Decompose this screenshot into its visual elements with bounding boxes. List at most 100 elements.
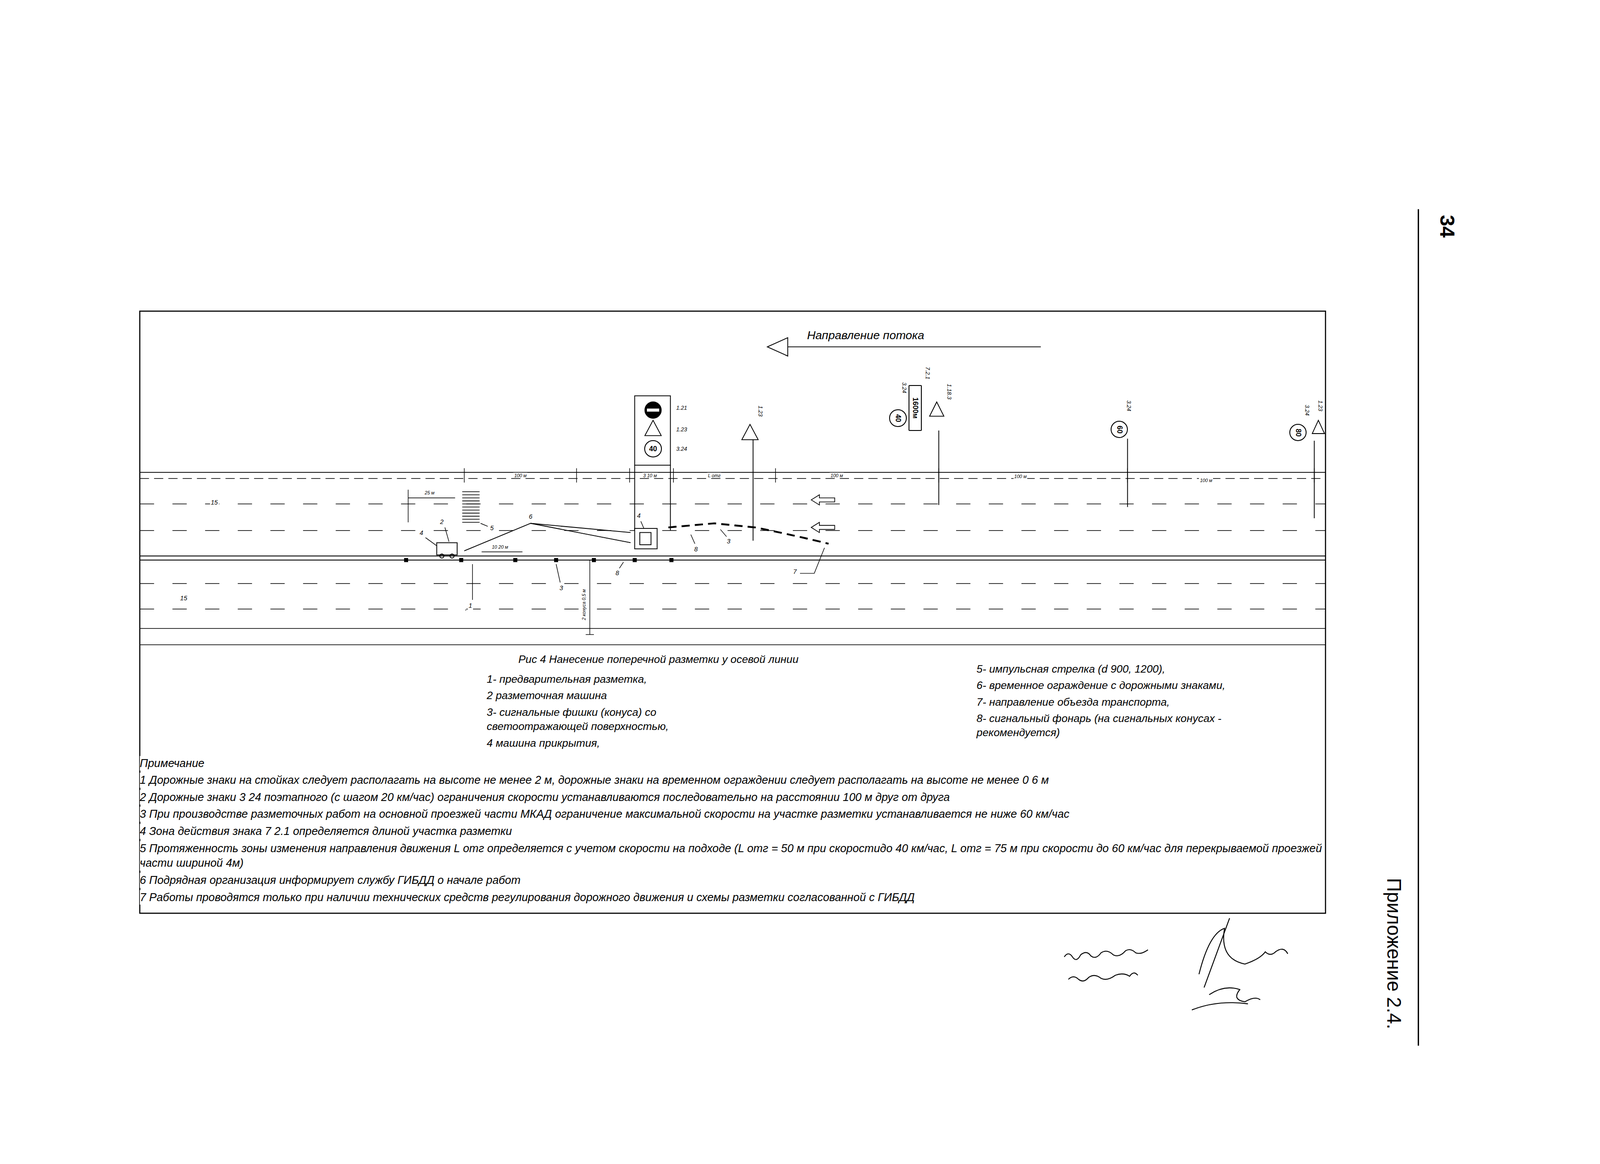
signature <box>1198 918 1288 988</box>
speed-limit-sign: 40 <box>644 440 662 458</box>
dimension-tick <box>576 468 577 483</box>
figure-caption: Рис 4 Нанесение поперечной разметки у ос… <box>518 653 799 666</box>
cone <box>404 558 674 563</box>
sign-code: 3.24 <box>900 381 908 395</box>
leader-line <box>640 521 644 529</box>
leader-line <box>480 523 488 527</box>
dimension-tick <box>673 468 674 483</box>
legend-item: 8- сигнальный фонарь (на сигнальных кону… <box>976 711 1283 741</box>
cone <box>669 558 674 563</box>
sign-code: 3.24 <box>1125 399 1132 413</box>
dimension-tick <box>775 468 776 483</box>
cone <box>404 558 409 563</box>
road-sign <box>929 401 944 417</box>
lane-arrow <box>811 495 835 534</box>
flow-direction: Направление потока <box>806 328 926 343</box>
note: 3 При производстве разметочных работ на … <box>139 807 1324 823</box>
dimension: 100 м <box>829 472 844 479</box>
note: 5 Протяженность зоны изменения направлен… <box>139 841 1324 872</box>
dimension: 2 конуса 0,5 м <box>580 588 587 622</box>
work-zone <box>436 523 829 559</box>
sign-value: 40 <box>893 414 902 423</box>
callout-number: 2 <box>439 518 445 526</box>
leader-line <box>555 564 560 583</box>
callout-number: 7 <box>792 568 798 577</box>
callout-number: 8 <box>693 546 699 554</box>
leader-line <box>619 562 624 569</box>
dimension: 10 20 м <box>491 544 510 550</box>
dimension: 3 10 м <box>642 472 658 479</box>
dimension-tick <box>407 489 409 523</box>
lane-arrow <box>811 522 835 533</box>
leader-line <box>425 521 825 611</box>
crosswalk <box>462 507 480 508</box>
sign-code: 3.24 <box>1303 403 1311 417</box>
signature <box>1068 973 1138 982</box>
cone <box>513 558 518 563</box>
note: 7 Работы проводятся только при наличии т… <box>139 890 1324 906</box>
dimension: 15 <box>210 499 219 507</box>
crosswalk <box>462 518 480 520</box>
work-zone <box>668 523 829 545</box>
sign-value: 1600м <box>911 397 920 419</box>
appendix-title: Приложение 2.4. <box>1382 877 1406 1031</box>
road-line <box>139 608 1326 610</box>
work-zone <box>634 528 658 549</box>
notes-block: Примечание1 Дорожные знаки на стойках сл… <box>139 756 1324 908</box>
dimension-tick <box>589 560 590 635</box>
road-line <box>139 644 1326 646</box>
sign-value: 40 <box>649 445 658 454</box>
work-zone <box>639 532 651 545</box>
page-border <box>1417 209 1420 1047</box>
callout-number: 4 <box>636 512 642 521</box>
leader-line <box>720 529 727 537</box>
speed-limit-sign: 40 <box>889 409 907 427</box>
page-border <box>139 311 1326 914</box>
crosswalk <box>462 497 480 499</box>
note: 2 Дорожные знаки 3 24 поэтапного (с шаго… <box>139 790 1324 806</box>
legend-item: 5- импульсная стрелка (d 900, 1200), <box>976 662 1314 677</box>
leader-line <box>425 537 437 547</box>
dimension-tick <box>481 552 523 553</box>
leader-line <box>800 548 825 574</box>
road-line <box>139 478 1326 480</box>
sign-board <box>669 465 671 531</box>
callout-number: 8 <box>614 569 620 578</box>
road-sign <box>741 401 1325 541</box>
work-zone <box>464 523 631 552</box>
road-line <box>139 583 1326 585</box>
crosswalk <box>462 510 480 511</box>
sign-code: 7.2.1 <box>923 366 931 381</box>
leader-line <box>444 527 449 542</box>
note: 1 Дорожные знаки на стойках следует расп… <box>139 773 1324 789</box>
speed-limit-sign: 60 <box>1110 420 1128 439</box>
legend-item: 7- направление объезда транспорта, <box>976 695 1314 710</box>
crosswalk <box>462 513 480 515</box>
crosswalk <box>462 503 480 505</box>
leader-line <box>691 534 695 545</box>
signature <box>1064 918 1288 1011</box>
road-line <box>139 503 1326 505</box>
legend-item: 2 разметочная машина <box>486 688 773 703</box>
notes-heading: Примечание <box>139 756 1324 772</box>
crosswalk <box>462 500 480 502</box>
dimension-tick <box>629 468 630 483</box>
work-zone <box>439 554 444 559</box>
flow-arrow <box>767 338 788 357</box>
legend-column: 5- импульсная стрелка (d 900, 1200),6- в… <box>976 662 1314 743</box>
dimension: 25 м <box>424 490 436 496</box>
road-line <box>139 472 1326 646</box>
signature <box>1191 988 1261 1011</box>
road-line <box>139 555 1326 557</box>
sign-value: 80 <box>1294 428 1303 437</box>
sign-code: 1.23 <box>756 405 764 418</box>
sign-code: 1.23 <box>675 426 688 433</box>
sign-board <box>634 395 671 531</box>
sign-board <box>634 395 671 466</box>
legend-column: 1- предварительная разметка,2 разметочна… <box>486 672 773 753</box>
sign-board <box>645 401 662 419</box>
road-sign <box>752 439 754 541</box>
dimension: 15 <box>179 595 188 603</box>
page-border <box>139 209 1419 1047</box>
crosswalk <box>462 516 480 518</box>
